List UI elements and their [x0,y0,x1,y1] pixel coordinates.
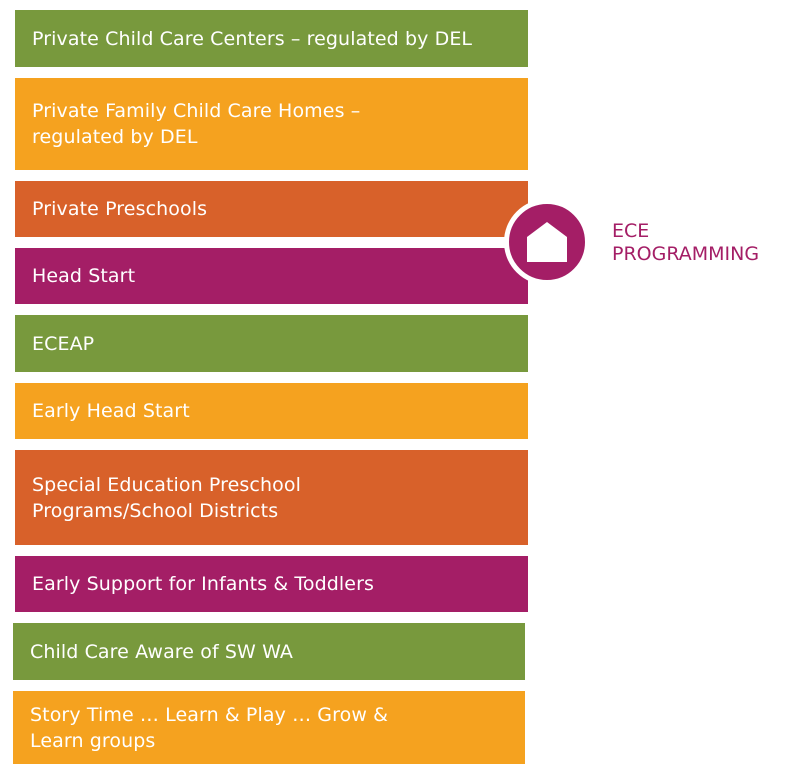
program-early-head-start: Early Head Start [15,383,528,439]
program-early-support-infants-toddlers: Early Support for Infants & Toddlers [15,556,528,612]
program-label: Early Head Start [32,400,190,422]
ece-badge [504,199,590,285]
program-label: Head Start [32,265,136,287]
program-label: Child Care Aware of SW WA [30,640,294,663]
ece-programming-label: ECE PROGRAMMING [612,220,759,266]
program-label: Early Support for Infants & Toddlers [32,573,375,595]
program-private-child-care-centers: Private Child Care Centers – regulated b… [15,10,528,67]
program-eceap: ECEAP [15,315,528,372]
callout-line2: PROGRAMMING [612,243,760,265]
program-private-preschools: Private Preschools [15,181,528,237]
program-label: Special Education Preschool [32,473,301,496]
program-label: Story Time … Learn & Play … Grow & [30,703,389,726]
callout-line1: ECE [612,220,650,242]
program-private-family-child-care-homes: Private Family Child Care Homes – regula… [15,78,528,170]
program-label: Private Family Child Care Homes – [32,100,361,122]
program-label-line2: Programs/School Districts [32,499,279,522]
program-child-care-aware: Child Care Aware of SW WA [13,623,525,680]
program-label-line2: regulated by DEL [32,126,198,148]
program-label: Private Child Care Centers – regulated b… [32,27,473,50]
house-icon [527,222,567,262]
program-label-line2: Learn groups [30,729,156,752]
program-label: Private Preschools [32,198,208,220]
program-head-start: Head Start [15,248,528,304]
program-story-time: Story Time … Learn & Play … Grow & Learn… [13,691,525,764]
program-special-education-preschool: Special Education Preschool Programs/Sch… [15,450,528,545]
program-label: ECEAP [32,332,95,355]
